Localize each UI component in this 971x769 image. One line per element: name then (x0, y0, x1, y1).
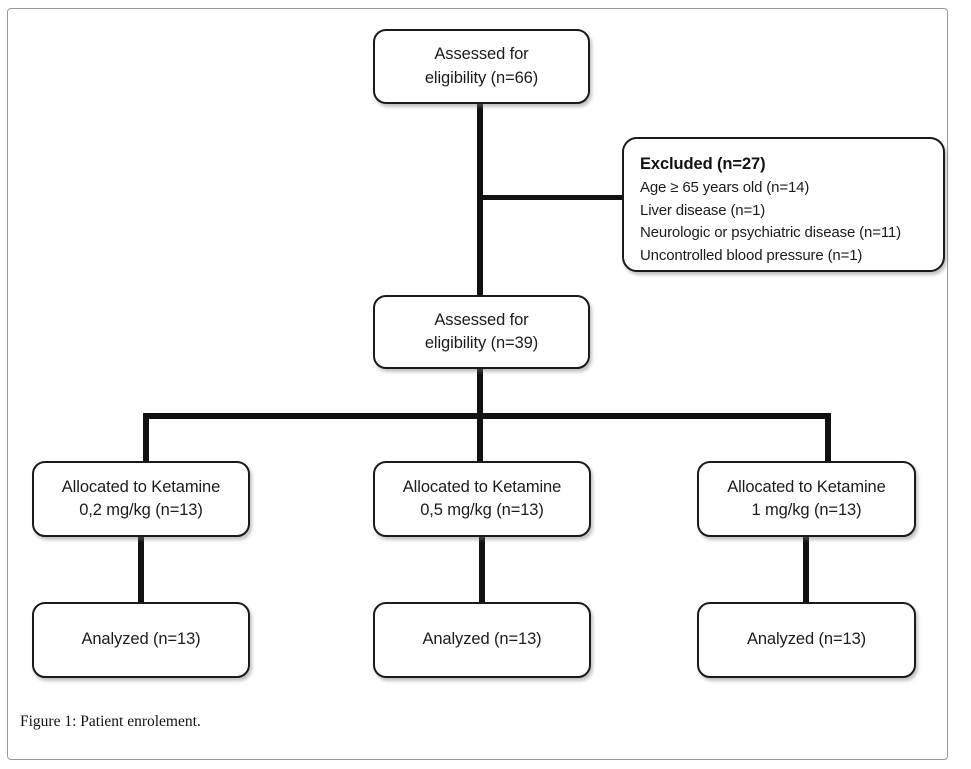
node-allocated-ketamine-0-5[interactable]: Allocated to Ketamine 0,5 mg/kg (n=13) (373, 461, 591, 537)
connector-leg-left (143, 413, 149, 463)
excluded-reason-neurologic-psychiatric: Neurologic or psychiatric disease (n=11) (640, 224, 901, 242)
connector-leg-middle (477, 413, 483, 463)
node-excluded[interactable]: Excluded (n=27) Age ≥ 65 years old (n=14… (622, 137, 945, 272)
node-label: Allocated to Ketamine 1 mg/kg (n=13) (727, 477, 886, 519)
node-assessed-for-eligibility-66[interactable]: Assessed for eligibility (n=66) (373, 29, 590, 104)
node-analyzed-left[interactable]: Analyzed (n=13) (32, 602, 250, 678)
connector-to-excluded (477, 195, 626, 200)
node-label: Allocated to Ketamine 0,5 mg/kg (n=13) (402, 477, 562, 519)
excluded-reason-liver-disease: Liver disease (n=1) (640, 201, 766, 219)
connector-left-allocated-to-analyzed (138, 536, 144, 604)
node-allocated-ketamine-0-2[interactable]: Allocated to Ketamine 0,2 mg/kg (n=13) (32, 461, 250, 537)
node-label: Analyzed (n=13) (422, 630, 542, 649)
node-label: Assessed for eligibility (n=39) (424, 310, 539, 352)
node-label: Allocated to Ketamine 0,2 mg/kg (n=13) (61, 477, 221, 519)
node-label: Analyzed (n=13) (81, 630, 201, 649)
connector-right-allocated-to-analyzed (803, 536, 809, 604)
connector-distribution-bar (143, 413, 831, 419)
node-assessed-for-eligibility-39[interactable]: Assessed for eligibility (n=39) (373, 295, 590, 369)
connector-middle-allocated-to-analyzed (479, 536, 485, 604)
connector-trunk-middle (477, 368, 483, 418)
connector-leg-right (825, 413, 831, 463)
node-label: Assessed for eligibility (n=66) (424, 45, 539, 87)
excluded-reason-age: Age ≥ 65 years old (n=14) (640, 178, 810, 196)
excluded-title: Excluded (n=27) (640, 155, 766, 173)
node-analyzed-right[interactable]: Analyzed (n=13) (697, 602, 916, 678)
excluded-reason-blood-pressure: Uncontrolled blood pressure (n=1) (640, 247, 863, 265)
connector-trunk-top (477, 103, 483, 297)
node-analyzed-middle[interactable]: Analyzed (n=13) (373, 602, 591, 678)
node-label: Analyzed (n=13) (746, 630, 867, 649)
node-allocated-ketamine-1[interactable]: Allocated to Ketamine 1 mg/kg (n=13) (697, 461, 916, 537)
figure-caption: Figure 1: Patient enrolement. (20, 713, 201, 730)
